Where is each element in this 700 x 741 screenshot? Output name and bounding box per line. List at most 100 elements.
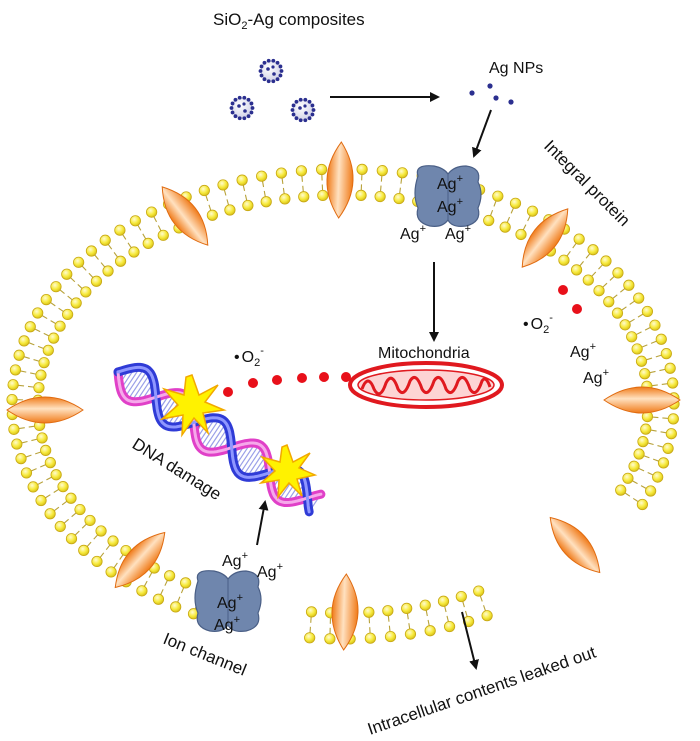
ag-ion-below-channel-1: Ag+ (400, 223, 426, 243)
lipid-head (558, 254, 570, 266)
lipid-head (242, 199, 254, 212)
lipid-head (355, 189, 367, 201)
lipid-head (611, 307, 624, 319)
lipid-head (85, 245, 98, 257)
lipid-head (236, 174, 248, 186)
dna-damage-label: DNA damage (129, 434, 225, 504)
lipid-head (619, 319, 631, 331)
lipid-head (437, 595, 450, 607)
integral-protein (161, 186, 209, 246)
lipid-head (48, 332, 60, 344)
lipid-head (217, 179, 229, 191)
ag-np-dot (508, 99, 514, 105)
lipid-head (483, 214, 495, 227)
integral-protein (603, 386, 681, 414)
lipid-head (260, 196, 272, 208)
lipid-head (639, 368, 651, 380)
lipid-head (424, 625, 436, 637)
lipid-head (114, 255, 127, 267)
ag-ion-above-channel-1: Ag+ (222, 550, 248, 570)
lipid-head (481, 610, 493, 622)
lipid-head (660, 348, 672, 360)
lipid-head (61, 268, 73, 280)
lipid-head (80, 286, 92, 298)
ion-channel-label: Ion channel (161, 629, 250, 680)
lipid-head (622, 472, 634, 484)
lipid-head (62, 308, 74, 321)
lipid-head (54, 320, 66, 332)
lipid-head (90, 275, 103, 287)
lipid-head (35, 494, 47, 507)
lipid-head (129, 215, 141, 227)
lipid-head (364, 632, 376, 644)
lipid-head (316, 163, 328, 176)
lipid-head (70, 297, 82, 309)
composite-particle (258, 58, 284, 84)
lipid-head (6, 393, 18, 406)
integral-protein (331, 573, 359, 651)
lipid-head (649, 319, 661, 331)
arrow-to-dna (256, 500, 269, 546)
lipid-head (615, 484, 627, 496)
ag-ion-right-1: Ag+ (570, 341, 596, 361)
lipid-head (657, 457, 670, 469)
superoxide-label-right: •O2- (523, 312, 553, 336)
lipid-head (27, 481, 39, 493)
lipid-head (628, 460, 640, 472)
lipid-head (324, 633, 336, 645)
lipid-head (295, 165, 308, 177)
lipid-head (640, 423, 652, 435)
lipid-head (298, 191, 310, 203)
ag-ion-in-channel-bottom-2: Ag+ (214, 614, 240, 634)
lipid-head (356, 163, 368, 175)
lipid-head (382, 605, 394, 617)
integral-protein (114, 531, 166, 589)
lipid-head (633, 448, 645, 460)
composite-particle (229, 95, 255, 121)
lipid-head (374, 190, 386, 203)
superoxide-label-left: •O2- (234, 345, 264, 369)
lipid-head (13, 349, 25, 361)
lipid-head (11, 438, 23, 450)
ion-channel-top (414, 165, 482, 227)
lipid-head (593, 285, 605, 297)
lipid-head (401, 602, 413, 614)
lipid-head (623, 279, 635, 291)
lipid-head (641, 305, 654, 318)
lipid-head (114, 224, 126, 236)
lipid-head (570, 264, 583, 276)
ag-np-dot (469, 90, 475, 96)
lipid-head (304, 632, 316, 644)
lipid-head (256, 170, 268, 182)
lipid-head (157, 229, 169, 241)
lipid-head (363, 606, 375, 618)
lipid-head (78, 544, 90, 556)
lipid-head (84, 514, 96, 527)
lipid-head (582, 274, 594, 286)
lipid-head (8, 423, 20, 435)
lipid-head (662, 442, 674, 455)
lipid-head (652, 471, 664, 483)
lipid-head (667, 377, 679, 389)
damage-spark-2 (258, 444, 318, 500)
ag-ion-in-channel-top-2: Ag+ (437, 196, 463, 216)
lipid-head (473, 585, 485, 597)
lipid-head (612, 267, 624, 279)
lipid-head (105, 566, 117, 578)
lipid-head (455, 590, 467, 603)
lipid-head (633, 292, 645, 304)
lipid-head (600, 255, 612, 267)
lipid-head (7, 379, 19, 391)
integral-protein (6, 396, 84, 424)
lipid-head (9, 364, 22, 376)
lipid-head (20, 467, 33, 479)
lipid-head (18, 335, 30, 347)
lipid-head (74, 503, 86, 516)
lipid-head (631, 343, 643, 355)
lipid-head (573, 233, 585, 245)
lipid-head (317, 189, 329, 202)
lipid-head (50, 469, 62, 481)
lipid-head (35, 369, 47, 381)
composite-particle (290, 97, 316, 123)
